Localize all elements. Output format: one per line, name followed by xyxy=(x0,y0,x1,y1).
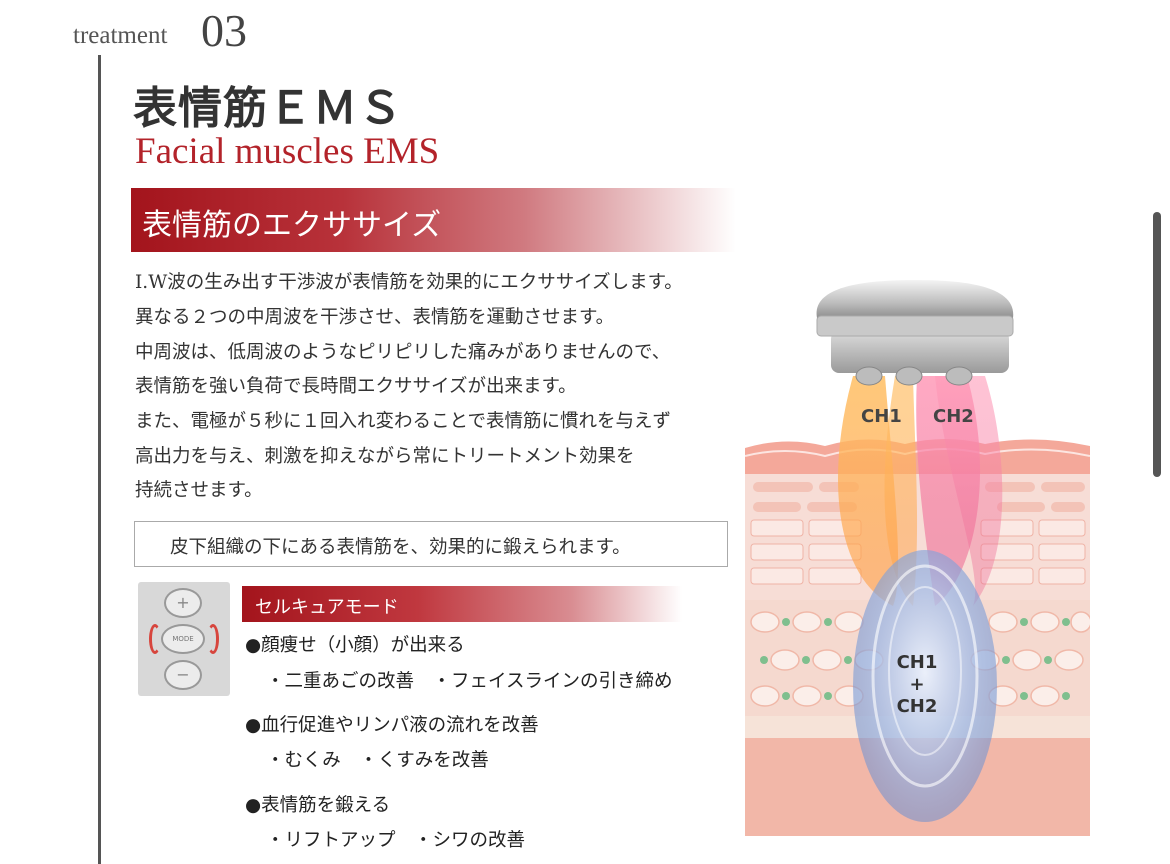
ch1-label: CH1 xyxy=(861,406,902,427)
plus-button-icon: + xyxy=(164,588,202,618)
device-head xyxy=(816,280,1014,318)
benefit-bullet: ●顔痩せ（小顔）が出来る xyxy=(245,635,465,656)
epidermis-layer xyxy=(745,439,1090,474)
remote-control-image: + MODE − xyxy=(138,582,230,696)
benefit-detail: ・むくみ ・くすみを改善 xyxy=(266,750,489,771)
paragraph-line: 中周波は、低周波のようなピリピリした痛みがありませんので、 xyxy=(135,342,671,363)
paragraph-line: また、電極が５秒に１回入れ変わることで表情筋に慣れを与えず xyxy=(135,411,671,432)
paragraph-line: 異なる２つの中周波を干渉させ、表情筋を運動させます。 xyxy=(135,307,615,328)
paragraph-line: 持続させます。 xyxy=(135,480,263,501)
ch2-label: CH2 xyxy=(933,406,974,427)
section-header-band xyxy=(131,188,736,252)
minus-button-icon: − xyxy=(164,660,202,690)
paragraph-line: I.W波の生み出す干渉波が表情筋を効果的にエクササイズします。 xyxy=(135,272,683,293)
combined-label-plus: + xyxy=(909,674,924,695)
mode-header-band xyxy=(242,586,682,622)
paragraph-line: 高出力を与え、刺激を抑えながら常にトリートメント効果を xyxy=(135,446,635,467)
mode-button-icon: MODE xyxy=(161,624,205,654)
highlight-box-text: 皮下組織の下にある表情筋を、効果的に鍛えられます。 xyxy=(170,537,631,558)
combined-label-bottom: CH2 xyxy=(897,696,938,717)
page-subtitle: Facial muscles EMS xyxy=(135,131,440,172)
highlight-box xyxy=(134,521,728,567)
treatment-label: treatment xyxy=(73,22,168,49)
benefit-detail: ・二重あごの改善 ・フェイスラインの引き締め xyxy=(266,671,673,692)
treatment-number: 03 xyxy=(201,5,247,56)
vertical-rule xyxy=(98,55,101,864)
combined-label-top: CH1 xyxy=(897,652,938,673)
mode-title: セルキュアモード xyxy=(255,597,399,618)
page-title: 表情筋ＥＭＳ xyxy=(133,83,403,134)
benefit-bullet: ●表情筋を鍛える xyxy=(245,795,391,816)
ch1-wave xyxy=(837,376,899,606)
left-indicator-arc xyxy=(149,624,161,654)
section-title: 表情筋のエクササイズ xyxy=(142,208,442,243)
device-neck xyxy=(831,331,1009,373)
right-indicator-arc xyxy=(207,624,219,654)
benefit-bullet: ●血行促進やリンパ液の流れを改善 xyxy=(245,715,539,736)
skin-layer-diagram: CH1 CH2 CH1 + CH2 xyxy=(745,280,1090,836)
benefit-detail: ・リフトアップ ・シワの改善 xyxy=(266,830,526,851)
paragraph-line: 表情筋を強い負荷で長時間エクササイズが出来ます。 xyxy=(135,376,577,397)
scrollbar-thumb[interactable] xyxy=(1153,212,1161,477)
